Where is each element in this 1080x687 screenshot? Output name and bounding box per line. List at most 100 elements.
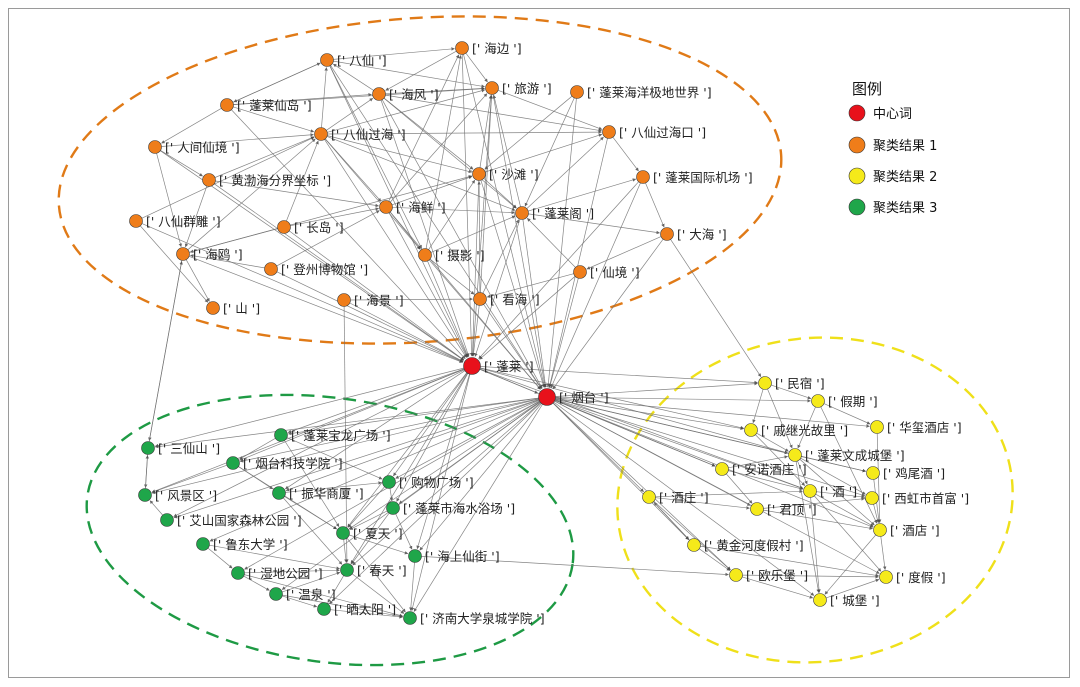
node-marker-dujia[interactable]: [879, 570, 893, 584]
node-xhssf[interactable]: [' 西虹市首富 ']: [865, 491, 970, 506]
node-marker-jiuzhuang[interactable]: [642, 490, 656, 504]
node-haijing[interactable]: [' 海景 ']: [337, 293, 404, 308]
node-marker-sxs[interactable]: [141, 441, 155, 455]
node-marker-kanhai[interactable]: [473, 292, 487, 306]
node-marker-anjd[interactable]: [715, 462, 729, 476]
node-bxqd[interactable]: [' 八仙群雕 ']: [129, 214, 221, 229]
node-marker-plbl[interactable]: [274, 428, 288, 442]
node-marker-jiudian[interactable]: [873, 523, 887, 537]
node-styang[interactable]: [' 晒太阳 ']: [317, 602, 397, 617]
node-rjxj[interactable]: [' 人间仙境 ']: [148, 140, 240, 155]
node-plwccb[interactable]: [' 蓬莱文成城堡 ']: [788, 448, 905, 463]
node-marker-haibian[interactable]: [455, 41, 469, 55]
node-marker-plg[interactable]: [515, 206, 529, 220]
node-penglai[interactable]: [' 蓬莱 ']: [463, 357, 534, 375]
node-anjd[interactable]: [' 安诺酒庄 ']: [715, 462, 807, 477]
node-bxghk[interactable]: [' 八仙过海口 ']: [602, 125, 707, 140]
node-plgjjc[interactable]: [' 蓬莱国际机场 ']: [636, 170, 753, 185]
node-jiudian[interactable]: [' 酒店 ']: [873, 523, 940, 538]
node-marker-jiu[interactable]: [803, 484, 817, 498]
node-marker-jndx[interactable]: [403, 611, 417, 625]
node-marker-jwj[interactable]: [866, 466, 880, 480]
node-marker-plhyjd[interactable]: [570, 85, 584, 99]
node-marker-fjq[interactable]: [138, 488, 152, 502]
node-ldxy[interactable]: [' 鲁东大学 ']: [196, 537, 288, 552]
node-hwjd[interactable]: [' 华玺酒店 ']: [870, 420, 962, 435]
node-dujia[interactable]: [' 度假 ']: [879, 570, 946, 585]
node-ytkj[interactable]: [' 烟台科技学院 ']: [226, 456, 343, 471]
node-marker-penglai[interactable]: [463, 357, 481, 375]
node-minsu[interactable]: [' 民宿 ']: [758, 376, 825, 391]
node-fjq[interactable]: [' 风景区 ']: [138, 488, 218, 503]
node-plbl[interactable]: [' 蓬莱宝龙广场 ']: [274, 428, 391, 443]
node-marker-chengbao[interactable]: [813, 593, 827, 607]
node-plg[interactable]: [' 蓬莱阁 ']: [515, 206, 595, 221]
node-plhs[interactable]: [' 蓬莱市海水浴场 ']: [386, 501, 516, 516]
node-marker-hsxj[interactable]: [408, 549, 422, 563]
node-haiou[interactable]: [' 海鸥 ']: [176, 247, 243, 262]
node-marker-hbhfj[interactable]: [202, 173, 216, 187]
node-chengbao[interactable]: [' 城堡 ']: [813, 593, 880, 608]
node-shan[interactable]: [' 山 ']: [206, 301, 261, 316]
node-marker-olb[interactable]: [729, 568, 743, 582]
node-marker-rjxj[interactable]: [148, 140, 162, 154]
node-marker-hjhdjc[interactable]: [687, 538, 701, 552]
node-shatan[interactable]: [' 沙滩 ']: [472, 167, 539, 182]
node-hbhfj[interactable]: [' 黄渤海分界坐标 ']: [202, 173, 332, 188]
node-marker-ytkj[interactable]: [226, 456, 240, 470]
node-zhsx[interactable]: [' 振华商厦 ']: [272, 486, 364, 501]
node-marker-xhssf[interactable]: [865, 491, 879, 505]
node-jiuzhuang[interactable]: [' 酒庄 ']: [642, 490, 709, 505]
node-plhyjd[interactable]: [' 蓬莱海洋极地世界 ']: [570, 85, 712, 100]
node-marker-zhsx[interactable]: [272, 486, 286, 500]
node-marker-changdao[interactable]: [277, 220, 291, 234]
node-jiaqi[interactable]: [' 假期 ']: [811, 394, 878, 409]
node-marker-minsu[interactable]: [758, 376, 772, 390]
node-marker-xianjing[interactable]: [573, 265, 587, 279]
node-hjhdjc[interactable]: [' 黄金河度假村 ']: [687, 538, 804, 553]
node-plxd[interactable]: [' 蓬莱仙岛 ']: [220, 98, 312, 113]
node-xiatian[interactable]: [' 夏天 ']: [336, 526, 403, 541]
node-marker-haixian[interactable]: [379, 200, 393, 214]
node-marker-bxgh[interactable]: [314, 127, 328, 141]
node-marker-qjggl[interactable]: [744, 423, 758, 437]
node-junding[interactable]: [' 君顶 ']: [750, 502, 817, 517]
node-dzbwg[interactable]: [' 登州博物馆 ']: [264, 262, 369, 277]
node-haifeng[interactable]: [' 海风 ']: [372, 87, 439, 102]
node-marker-xiatian[interactable]: [336, 526, 350, 540]
node-marker-haifeng[interactable]: [372, 87, 386, 101]
node-wenquan[interactable]: [' 温泉 ']: [269, 587, 336, 602]
node-marker-junding[interactable]: [750, 502, 764, 516]
node-marker-chuntian[interactable]: [340, 563, 354, 577]
node-kanhai[interactable]: [' 看海 ']: [473, 292, 540, 307]
node-marker-plgjjc[interactable]: [636, 170, 650, 184]
node-yantai[interactable]: [' 烟台 ']: [538, 388, 609, 406]
node-marker-gwgc[interactable]: [382, 475, 396, 489]
node-jwj[interactable]: [' 鸡尾酒 ']: [866, 466, 946, 481]
node-xianjing[interactable]: [' 仙境 ']: [573, 265, 640, 280]
node-haibian[interactable]: [' 海边 ']: [455, 41, 522, 56]
node-marker-plxd[interactable]: [220, 98, 234, 112]
node-marker-yantai[interactable]: [538, 388, 556, 406]
node-marker-asgj[interactable]: [160, 513, 174, 527]
node-marker-shan[interactable]: [206, 301, 220, 315]
node-marker-baxian[interactable]: [320, 53, 334, 67]
node-sxs[interactable]: [' 三仙山 ']: [141, 441, 221, 456]
node-marker-shatan[interactable]: [472, 167, 486, 181]
node-sheying[interactable]: [' 摄影 ']: [418, 248, 485, 263]
node-marker-bxqd[interactable]: [129, 214, 143, 228]
node-marker-sheying[interactable]: [418, 248, 432, 262]
node-lvyou[interactable]: [' 旅游 ']: [485, 81, 552, 96]
node-marker-plhs[interactable]: [386, 501, 400, 515]
node-marker-lvyou[interactable]: [485, 81, 499, 95]
node-marker-ldxy[interactable]: [196, 537, 210, 551]
node-olb[interactable]: [' 欧乐堡 ']: [729, 568, 809, 583]
node-marker-haijing[interactable]: [337, 293, 351, 307]
node-marker-jiaqi[interactable]: [811, 394, 825, 408]
node-marker-wenquan[interactable]: [269, 587, 283, 601]
node-chuntian[interactable]: [' 春天 ']: [340, 563, 407, 578]
node-marker-bxghk[interactable]: [602, 125, 616, 139]
node-qjggl[interactable]: [' 戚继光故里 ']: [744, 423, 849, 438]
node-hsxj[interactable]: [' 海上仙街 ']: [408, 549, 500, 564]
node-dahai[interactable]: [' 大海 ']: [660, 227, 727, 242]
